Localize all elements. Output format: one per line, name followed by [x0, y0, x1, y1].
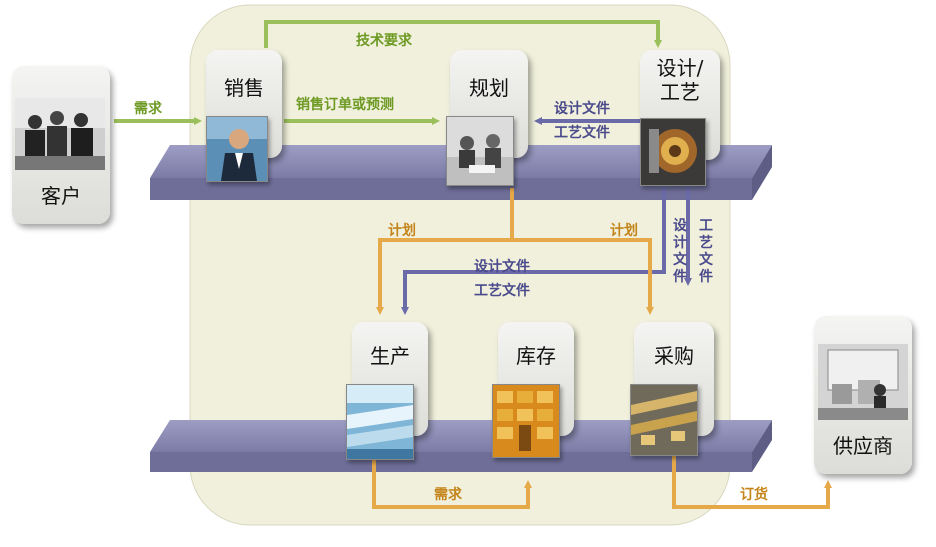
lower-shelf [150, 420, 772, 472]
arrow-tech-requirements [264, 20, 662, 48]
label-demand-bottom: 需求 [434, 487, 462, 503]
sales-photo [206, 116, 268, 182]
inventory-photo [492, 384, 560, 458]
label-tech-requirements: 技术要求 [356, 33, 412, 49]
node-customer: 客户 [12, 66, 110, 224]
label-design-doc: 设计文件 [554, 101, 610, 117]
arrow-plan-to-purchasing [512, 238, 654, 315]
node-sales-label: 销售 [224, 76, 264, 100]
node-design-process-label: 设计/ 工艺 [656, 56, 704, 104]
supplier-photo [818, 344, 908, 420]
arrow-demand-bottom [372, 460, 532, 509]
label-mid-process-doc: 工艺文件 [474, 283, 530, 299]
node-planning-label: 规划 [469, 76, 509, 100]
purchasing-photo [630, 384, 698, 456]
production-photo [346, 384, 414, 460]
label-vert-process-doc: 工艺文件 [699, 218, 713, 285]
arrow-plan-to-production [376, 188, 514, 315]
node-inventory-label: 库存 [516, 344, 556, 368]
label-order-goods: 订货 [740, 487, 768, 503]
customer-photo [15, 98, 105, 170]
node-customer-label: 客户 [41, 184, 81, 208]
background-panel [189, 4, 731, 526]
label-sales-order: 销售订单或预测 [296, 97, 394, 113]
label-plan-left: 计划 [388, 223, 416, 239]
label-process-doc: 工艺文件 [554, 125, 610, 141]
design-photo [640, 118, 706, 186]
node-production-label: 生产 [370, 344, 410, 368]
arrow-order-goods [672, 450, 832, 509]
node-supplier-label: 供应商 [833, 434, 893, 458]
label-plan-right: 计划 [610, 223, 638, 239]
label-vert-design-doc: 设计文件 [673, 218, 687, 285]
node-supplier: 供应商 [814, 316, 912, 474]
label-demand-in: 需求 [134, 101, 162, 117]
node-purchasing-label: 采购 [654, 344, 694, 368]
planning-photo [446, 116, 514, 186]
label-mid-design-doc: 设计文件 [474, 259, 530, 275]
arrow-design-docs-to-production [401, 185, 666, 315]
